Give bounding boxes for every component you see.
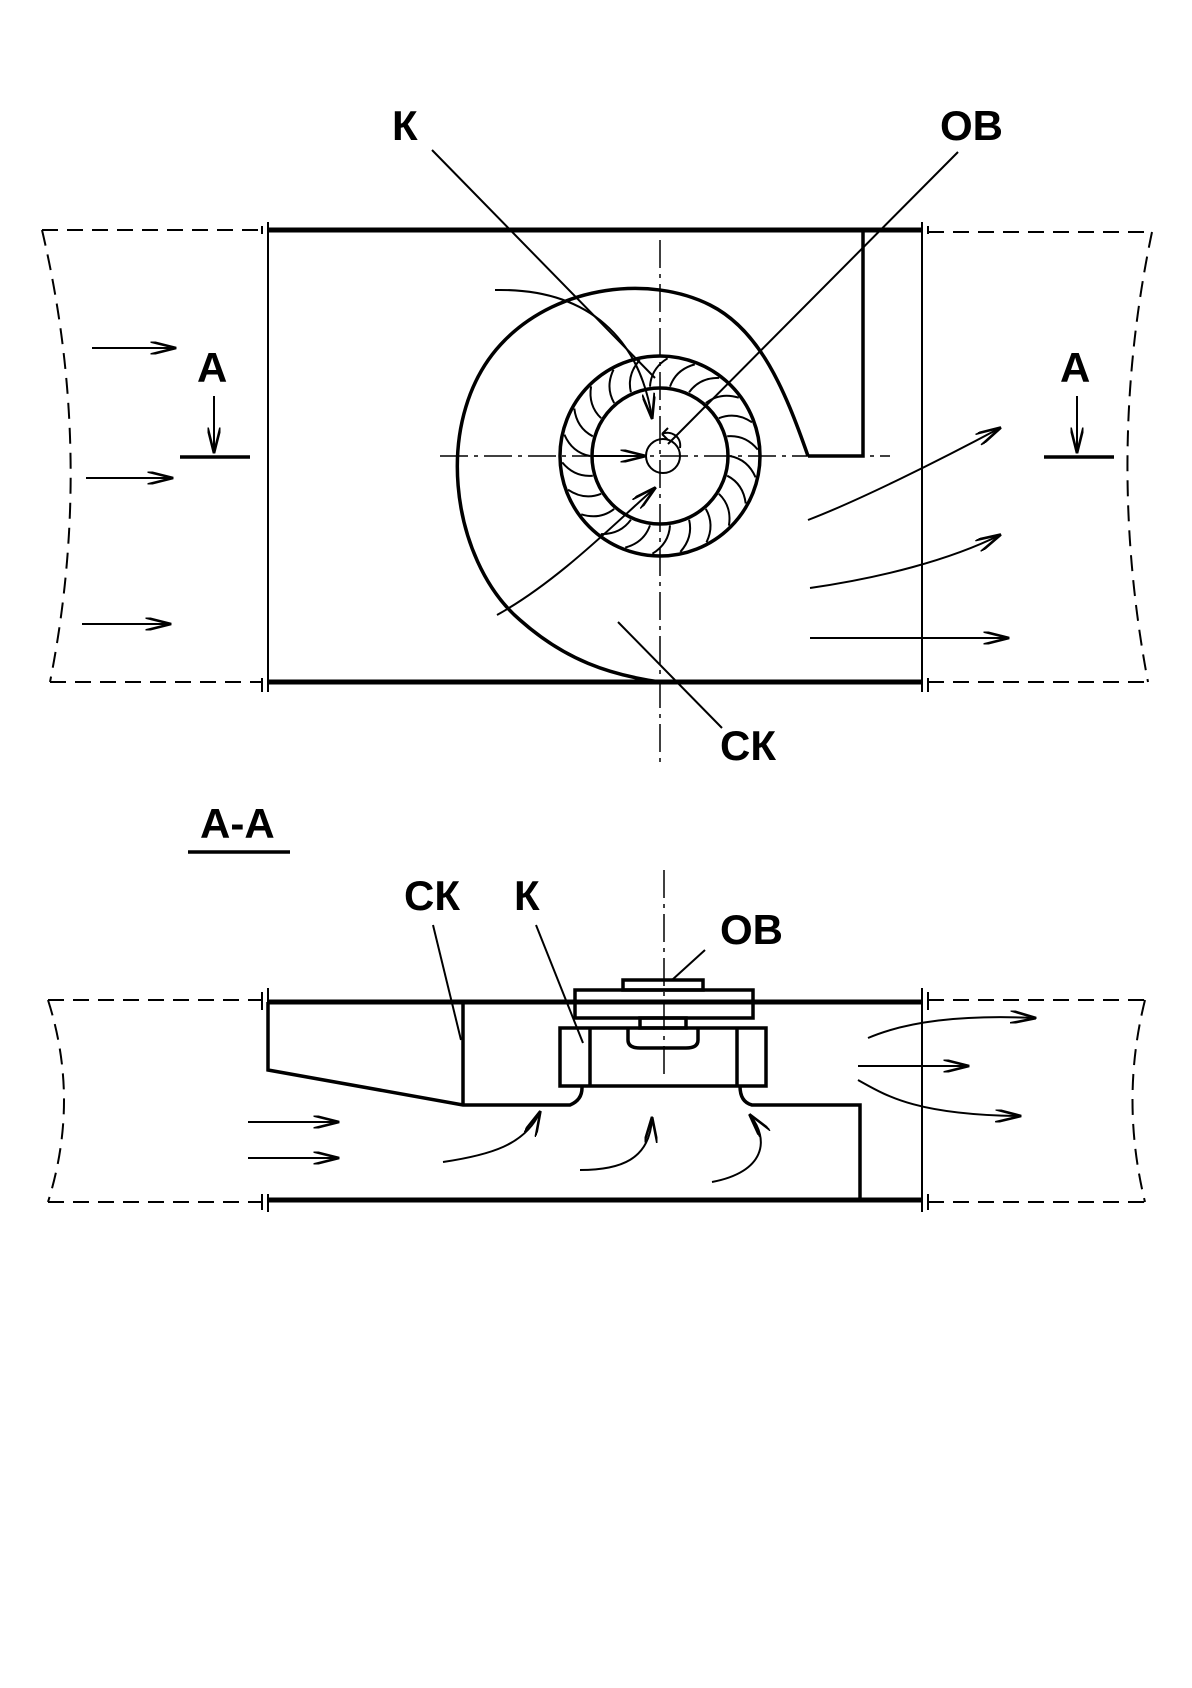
section-housing: [261, 988, 929, 1212]
section-scroll-casing: [266, 1002, 862, 1200]
section-view: А-А: [47, 800, 1146, 1212]
plan-view: К ОВ СК А А: [41, 102, 1153, 769]
section-label-right: А: [1060, 344, 1090, 391]
impeller-blade: [608, 369, 616, 404]
leader-section-motor: [671, 949, 706, 981]
impeller-blade: [651, 525, 671, 555]
impeller-blade: [718, 493, 731, 526]
section-label-left: А: [197, 344, 227, 391]
duct-left-dashed: [41, 229, 262, 683]
impeller-blade: [704, 508, 712, 543]
section-flow-arrows: [248, 1017, 1035, 1183]
section-duct-left-dashed: [47, 999, 262, 1203]
impeller-blade: [729, 455, 757, 478]
scroll-outlet: [808, 230, 865, 458]
impeller-blade: [624, 524, 651, 549]
label-impeller-top: К: [392, 102, 418, 149]
section-title: А-А: [200, 800, 275, 847]
impeller-blade: [580, 508, 615, 518]
section-marker-right: [1044, 396, 1114, 459]
label-motor-section: ОВ: [720, 906, 783, 953]
impeller-blade: [726, 474, 747, 504]
rotation-arrow-icon: [661, 427, 682, 449]
impeller-blade: [561, 461, 593, 477]
impeller-blade: [688, 376, 720, 393]
section-duct-right-dashed: [928, 999, 1146, 1203]
leader-impeller: [431, 149, 656, 379]
impeller-blade: [589, 386, 602, 419]
impeller-blades: [561, 357, 759, 555]
impeller-blade: [573, 408, 594, 438]
label-scroll-section: СК: [404, 872, 460, 919]
label-impeller-section: К: [514, 872, 540, 919]
impeller-blade: [669, 363, 696, 388]
impeller-blade: [705, 394, 740, 404]
scroll-casing: [455, 286, 810, 684]
leader-scroll: [617, 621, 723, 729]
impeller-block: [558, 1026, 768, 1088]
impeller-blade: [718, 414, 753, 424]
duct-right-dashed: [928, 231, 1153, 683]
impeller-blade: [679, 519, 692, 553]
plan-flow-arrows: [82, 288, 1008, 638]
leader-section-scroll: [432, 924, 462, 1041]
impeller-blade: [727, 435, 759, 451]
impeller-blade: [567, 488, 602, 498]
leader-motor: [667, 151, 959, 445]
impeller-outer-ring: [558, 354, 762, 558]
housing-box: [261, 222, 929, 692]
label-scroll-top: СК: [720, 722, 776, 769]
section-marker-left: [180, 396, 250, 459]
impeller-blade: [649, 357, 669, 387]
impeller-blade: [563, 434, 591, 457]
label-motor-top: ОВ: [940, 102, 1003, 149]
impeller-hub: [626, 1028, 700, 1050]
impeller-blade: [628, 359, 641, 393]
leader-section-impeller: [535, 924, 584, 1044]
